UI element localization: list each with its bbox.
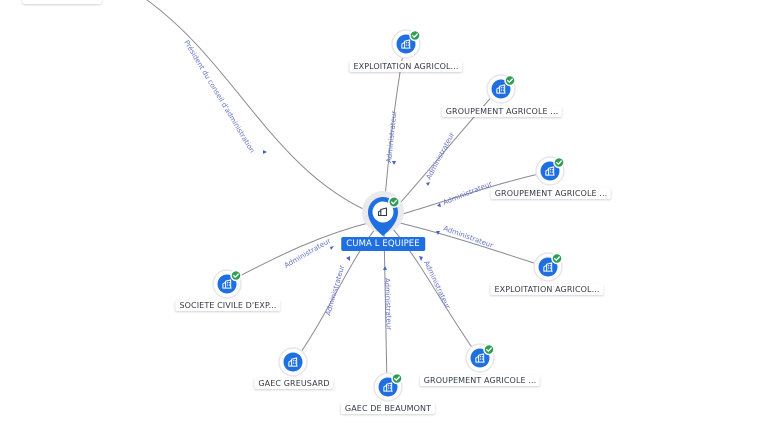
edge-label-node-6: Administrateur: [324, 264, 346, 316]
node-6[interactable]: [278, 347, 308, 377]
node-1[interactable]: [486, 74, 516, 104]
node-label-6[interactable]: GAEC GREUSARD: [254, 378, 334, 389]
node-label-3[interactable]: EXPLOITATION AGRICOL...: [490, 284, 604, 295]
center-node[interactable]: [362, 191, 404, 236]
edge-label-node-0: Administrateur: [385, 110, 398, 163]
arrow-marker: [383, 266, 387, 270]
node-label-7[interactable]: SOCIETE CIVILE D'EXP...: [175, 300, 281, 311]
edge-node-1: [391, 89, 499, 213]
building-icon: [377, 207, 388, 217]
node-label-5[interactable]: GAEC DE BEAUMONT: [340, 403, 436, 414]
edge-node-3: [395, 221, 547, 268]
arrow-marker: [346, 256, 350, 261]
edge-label-node-4: Administrateur: [422, 259, 451, 310]
verified-check-icon: [230, 269, 242, 282]
node-2[interactable]: [535, 156, 565, 186]
node-4[interactable]: [465, 343, 495, 373]
verified-check-icon: [388, 196, 400, 208]
edge-label-president: Président du conseil d'administration: [182, 39, 256, 154]
arrow-marker: [392, 161, 396, 165]
node-label-2[interactable]: GROUPEMENT AGRICOLE ...: [490, 188, 612, 199]
verified-check-icon: [551, 252, 563, 265]
arrow-marker: [426, 182, 430, 186]
edge-label-node-1: Administrateur: [425, 131, 457, 181]
node-7[interactable]: [212, 269, 242, 299]
arrow-marker: [263, 150, 267, 154]
offscreen-node-label[interactable]: [22, 0, 102, 4]
verified-check-icon: [483, 343, 495, 356]
edge-node-2: [395, 171, 549, 217]
node-0[interactable]: [391, 29, 421, 59]
edge-label-node-5: Administrateur: [383, 278, 393, 331]
verified-check-icon: [409, 29, 421, 42]
arrow-marker: [330, 246, 334, 250]
node-label-4[interactable]: GROUPEMENT AGRICOLE ...: [419, 375, 541, 386]
edge-node-7: [227, 221, 373, 283]
node-5[interactable]: [373, 372, 403, 402]
arrow-marker: [419, 256, 423, 261]
node-label-1[interactable]: GROUPEMENT AGRICOLE ...: [441, 106, 563, 117]
arrow-marker: [436, 231, 440, 235]
verified-check-icon: [553, 156, 565, 169]
arrow-marker: [437, 203, 441, 207]
verified-check-icon: [391, 372, 403, 385]
node-3[interactable]: [533, 252, 563, 282]
node-label-0[interactable]: EXPLOITATION AGRICOL...: [349, 61, 463, 72]
edge-president: [145, 0, 375, 215]
edge-label-node-7: Administrateur: [283, 237, 332, 270]
center-node-label[interactable]: CUMA L EQUIPEE: [341, 237, 425, 251]
verified-check-icon: [504, 74, 516, 87]
edge-label-node-2: Administrateur: [442, 180, 493, 207]
